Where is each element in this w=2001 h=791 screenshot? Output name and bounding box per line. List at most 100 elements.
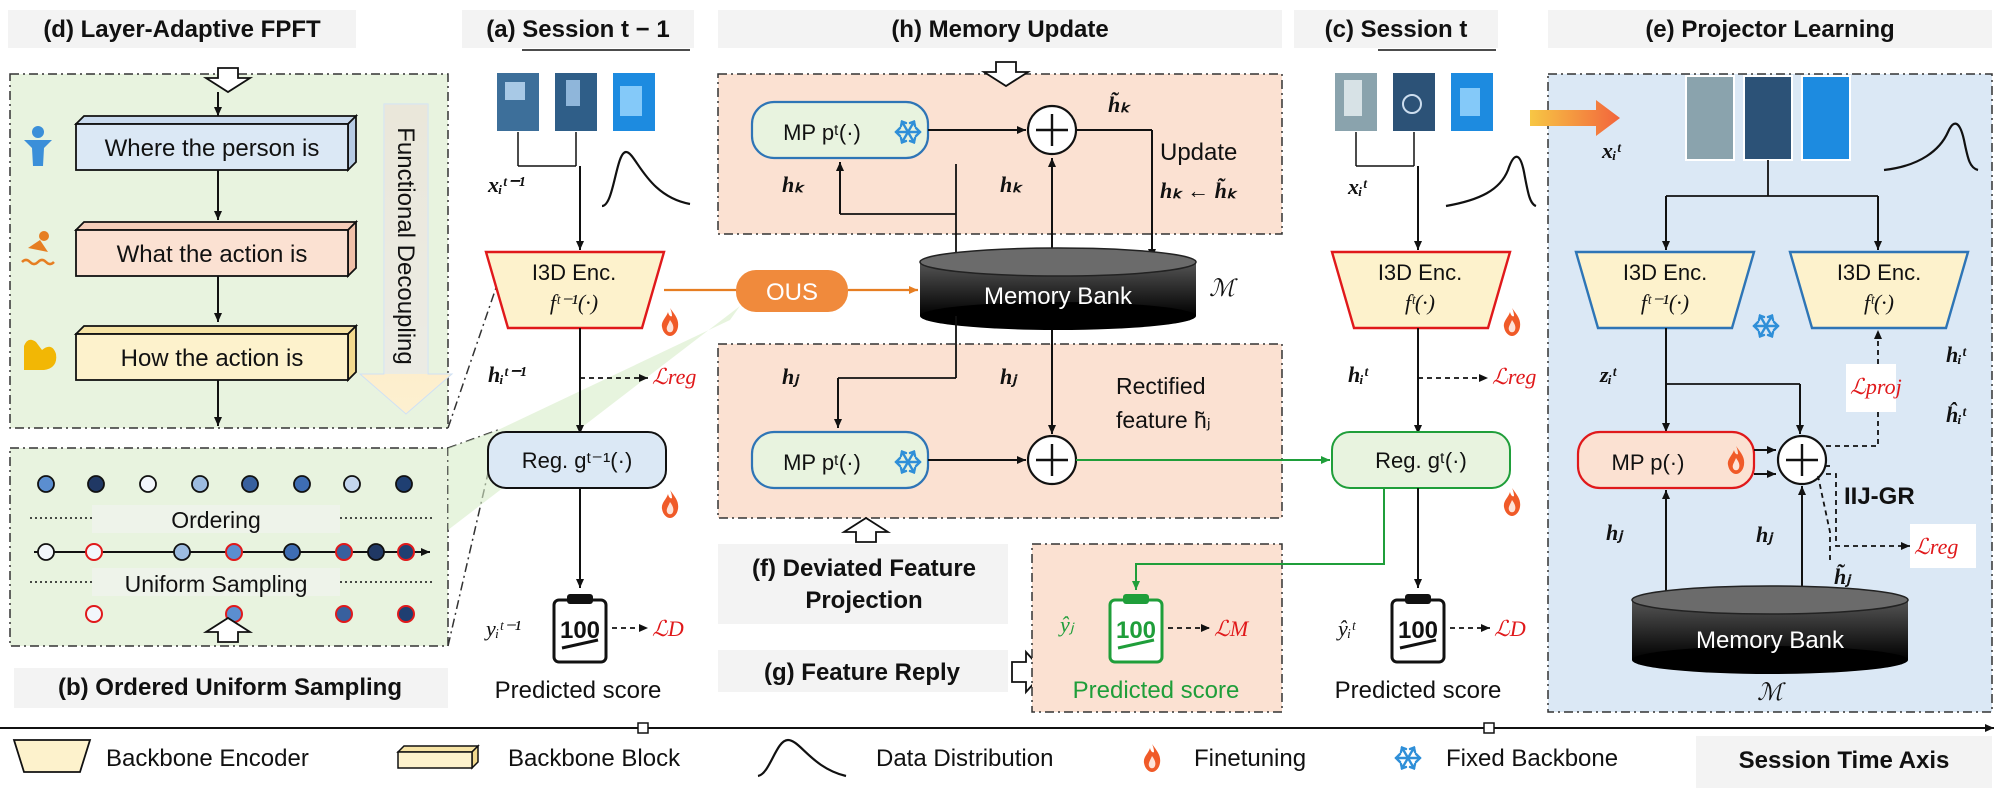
h-tilde-k: h̃ₖ — [1108, 92, 1131, 117]
memory-bank-center-label: Memory Bank — [984, 283, 1133, 310]
h-tilde-j-e: h̃ⱼ — [1834, 564, 1852, 589]
encoder-e-new — [1788, 250, 1970, 330]
title-h: (h) Memory Update — [891, 16, 1108, 43]
rectified-2: feature h̃ⱼ — [1116, 407, 1211, 433]
encoder-e-new-label: I3D Enc. — [1837, 260, 1921, 285]
legend-block: Backbone Block — [508, 745, 681, 772]
encoder-a-fn: fᵗ⁻¹(·) — [550, 290, 598, 315]
clipboard-a-100: 100 — [560, 617, 600, 644]
gradient-arrow — [1530, 100, 1620, 136]
distribution-curve-a — [601, 150, 691, 208]
update-eq: hₖ ← h̃ₖ — [1160, 178, 1238, 203]
memory-bank-center — [919, 247, 1197, 330]
encoder-a-label: I3D Enc. — [532, 260, 616, 285]
video-frames-a — [495, 71, 657, 133]
clipboard-g-100: 100 — [1116, 617, 1156, 644]
input-a: xᵢᵗ⁻¹ — [487, 172, 525, 197]
regressor-a — [487, 431, 667, 489]
encoder-e-old-label: I3D Enc. — [1623, 260, 1707, 285]
loss-proj-box — [1846, 364, 1896, 412]
distribution-curve-e — [1883, 122, 1979, 172]
block-how-label: How the action is — [121, 345, 304, 372]
h-j-mid: hⱼ — [1000, 364, 1018, 389]
block-where-label: Where the person is — [105, 135, 320, 162]
memory-bank-e-m: ℳ — [1757, 680, 1786, 706]
sampled-dots — [85, 605, 415, 623]
loss-reg-a: ℒreg — [652, 364, 696, 389]
h-j-e-left: hⱼ — [1606, 520, 1624, 545]
h-hat-e: ĥᵢᵗ — [1946, 402, 1967, 427]
h-it-e: hᵢᵗ — [1946, 342, 1967, 367]
loss-d-a: ℒD — [652, 616, 684, 641]
title-boxes — [8, 10, 1992, 48]
loss-reg-e-box — [1910, 524, 1976, 568]
memory-bank-center-m: ℳ — [1209, 276, 1238, 302]
mp-e — [1576, 430, 1756, 490]
ordering-label: Ordering — [171, 507, 260, 533]
title-d: (d) Layer-Adaptive FPFT — [43, 16, 321, 43]
hollow-arrow-f — [840, 516, 892, 543]
loss-proj: ℒproj — [1850, 374, 1902, 399]
loss-reg-e: ℒreg — [1914, 534, 1958, 559]
caption-a: Predicted score — [495, 677, 662, 704]
rectified-1: Rectified — [1116, 373, 1205, 399]
feature-c: hᵢᵗ — [1348, 362, 1369, 387]
legend-encoder: Backbone Encoder — [106, 745, 309, 772]
regressor-c — [1331, 431, 1511, 489]
legend-encoder-glyph — [12, 739, 92, 773]
mp-h-label: MP pᵗ(·) — [783, 120, 861, 145]
input-e: xᵢᵗ — [1601, 138, 1622, 163]
ordering-dots — [37, 475, 413, 493]
loss-reg-c: ℒreg — [1492, 364, 1536, 389]
encoder-e-new-fn: fᵗ(·) — [1864, 290, 1894, 315]
legend-finetuning-icon — [1143, 744, 1161, 772]
memory-bank-e — [1631, 585, 1909, 674]
backbone-block-how — [73, 323, 359, 383]
h-j-e-right: hⱼ — [1756, 522, 1774, 547]
video-frames-c — [1333, 71, 1495, 133]
axis-label: Session Time Axis — [1739, 747, 1950, 774]
legend-fixed-icon — [1394, 746, 1422, 770]
z-e: zᵢᵗ — [1599, 362, 1617, 387]
regressor-a-label: Reg. gᵗ⁻¹(·) — [522, 448, 633, 473]
loss-m: ℒM — [1214, 616, 1250, 641]
top-hollow-arrow-d — [202, 67, 254, 94]
swimming-icon — [21, 231, 55, 266]
encoder-c-fn: fᵗ(·) — [1405, 290, 1435, 315]
functional-decoupling-label: Functional Decoupling — [392, 127, 419, 364]
feature-a: hᵢᵗ⁻¹ — [488, 362, 526, 387]
caption-g: Predicted score — [1073, 677, 1240, 704]
memory-bank-e-label: Memory Bank — [1696, 627, 1845, 654]
legend-distribution-glyph — [757, 738, 847, 778]
title-f-2: Projection — [805, 587, 922, 614]
title-f-1: (f) Deviated Feature — [752, 555, 976, 582]
ous-box — [736, 270, 848, 312]
clipboard-c-100: 100 — [1398, 617, 1438, 644]
title-e: (e) Projector Learning — [1645, 16, 1894, 43]
legend-finetuning: Finetuning — [1194, 745, 1306, 772]
distribution-curve-c — [1445, 155, 1537, 208]
title-g: (g) Feature Reply — [764, 659, 961, 686]
h-j-left: hⱼ — [782, 364, 800, 389]
caption-c: Predicted score — [1335, 677, 1502, 704]
finetuning-icon-c-reg — [1503, 488, 1521, 516]
ordered-dots — [37, 543, 415, 561]
encoder-e-old-fn: fᵗ⁻¹(·) — [1641, 290, 1689, 315]
ous-label: OUS — [766, 279, 818, 306]
top-hollow-arrow-h — [980, 61, 1032, 88]
backbone-block-where — [73, 113, 359, 173]
finetuning-icon-c-enc — [1503, 308, 1521, 336]
mp-f-label: MP pᵗ(·) — [783, 450, 861, 475]
backbone-block-what — [73, 219, 359, 279]
muscle-icon — [24, 339, 57, 370]
person-icon — [24, 126, 52, 166]
encoder-c-label: I3D Enc. — [1378, 260, 1462, 285]
encoder-e-old — [1574, 250, 1756, 330]
finetuning-icon-a-reg — [661, 490, 679, 518]
iij-gr: IIJ-GR — [1844, 483, 1915, 510]
h-k-left: hₖ — [782, 172, 805, 197]
encoder-a — [484, 250, 666, 330]
finetuning-icon-a-enc — [661, 308, 679, 336]
pred-a: yᵢᵗ⁻¹ — [484, 616, 521, 641]
